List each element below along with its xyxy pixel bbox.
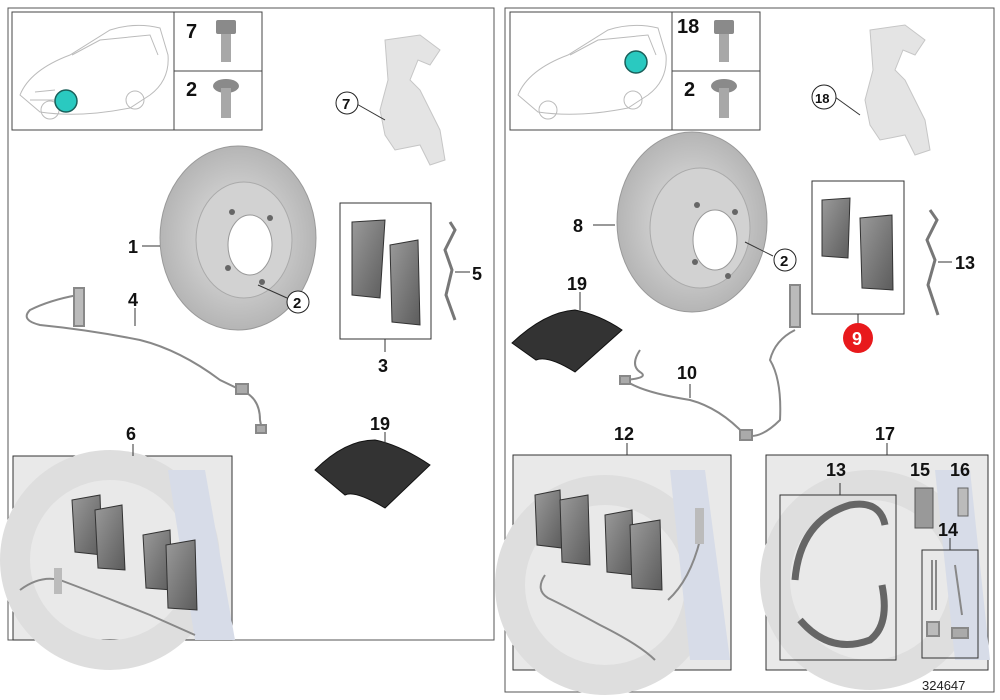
callout-18: 18 — [815, 91, 829, 106]
car-outline-icon — [517, 24, 667, 120]
callout-6: 6 — [126, 424, 136, 444]
bolt-icon — [216, 20, 236, 62]
springs-14 — [926, 560, 969, 639]
left-car-locator: 7 2 — [11, 11, 263, 131]
spring-clip-5 — [443, 221, 457, 321]
callout-9: 9 — [852, 329, 862, 349]
caliper-bracket — [379, 34, 446, 166]
brake-disc — [159, 145, 317, 331]
callout-2-right: 2 — [780, 253, 788, 270]
callout-13: 13 — [826, 460, 846, 480]
callout-2: 2 — [293, 295, 301, 312]
bolt-icon — [714, 20, 734, 62]
pin-16 — [957, 487, 969, 517]
flat-bolt-icon — [711, 79, 737, 118]
kit-box-17 — [760, 454, 990, 690]
wear-sensor-4 — [25, 287, 267, 434]
right-car-locator: 18 2 — [509, 11, 761, 131]
bolt-label-18: 18 — [677, 16, 699, 38]
brake-shoes-13 — [791, 500, 889, 648]
callout-3: 3 — [378, 356, 388, 376]
callout-15: 15 — [910, 460, 930, 480]
car-outline-icon — [19, 24, 169, 120]
callout-8: 8 — [573, 216, 583, 236]
bolt-label-2-right: 2 — [684, 79, 695, 101]
callout-14: 14 — [938, 520, 958, 540]
adjuster-15 — [914, 487, 934, 529]
callout-19-left: 19 — [370, 414, 390, 434]
spring-clip-11 — [925, 209, 940, 316]
kit-box-12 — [495, 454, 732, 695]
callout-16: 16 — [950, 460, 970, 480]
wear-sensor-10 — [619, 284, 801, 441]
callout-5: 5 — [472, 264, 482, 284]
pad-set-3 — [339, 202, 432, 340]
callout-1: 1 — [128, 237, 138, 257]
front-axle-marker — [54, 89, 78, 113]
highlight-callout-9 — [843, 323, 873, 353]
bolt-label-2: 2 — [186, 79, 197, 101]
diagram-id: 324647 — [922, 678, 965, 693]
callout-4: 4 — [128, 290, 138, 310]
left-panel: 7 2 7 1 — [0, 7, 495, 670]
paste-packet-19 — [314, 439, 431, 509]
callout-12: 12 — [614, 424, 634, 444]
kit-box-6 — [0, 450, 235, 670]
caliper-bracket-rear — [864, 24, 931, 156]
bolt-label-7: 7 — [186, 21, 197, 43]
callout-11: 13 — [955, 253, 975, 273]
flat-bolt-icon — [213, 79, 239, 118]
right-panel: 18 2 18 8 — [495, 7, 995, 695]
pad-set-9 — [811, 180, 905, 315]
callout-19-right: 19 — [567, 274, 587, 294]
callout-7: 7 — [342, 96, 350, 113]
callout-10: 10 — [677, 363, 697, 383]
callout-17: 17 — [875, 424, 895, 444]
brake-disc-rear — [616, 131, 768, 313]
paste-packet-19-right — [511, 309, 623, 373]
rear-axle-marker — [624, 50, 648, 74]
